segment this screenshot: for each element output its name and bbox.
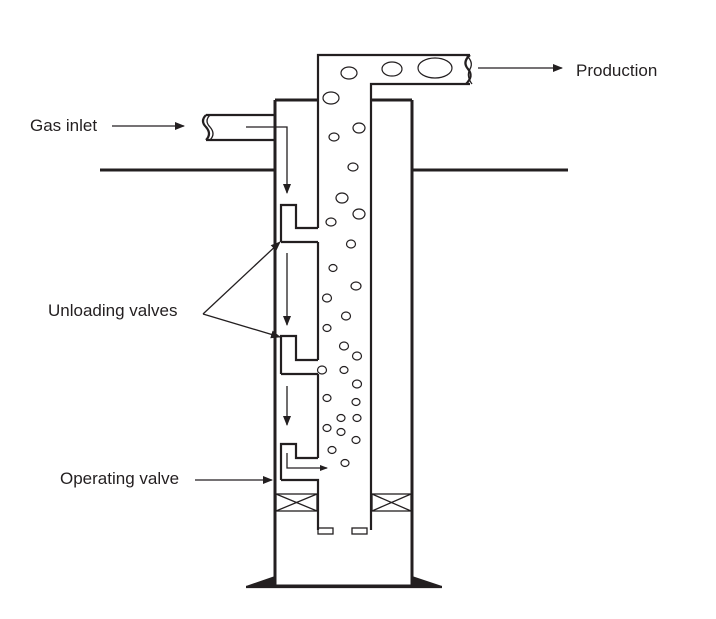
packer-left: [275, 493, 318, 512]
unloading-valves-label: Unloading valves: [48, 301, 178, 320]
operating-valve: [279, 442, 320, 512]
gas-bubbles: [316, 57, 453, 468]
gas-inlet-label: Gas inlet: [30, 116, 98, 135]
production-label: Production: [576, 61, 658, 80]
packer-right: [371, 493, 412, 512]
tubing-bottom-lips: [317, 527, 368, 535]
unloading-valve-lower: [279, 334, 318, 376]
gas-inlet-pipe: [201, 100, 291, 194]
casing-shoes: [246, 576, 442, 589]
unloading-valve-upper: [279, 203, 318, 244]
operating-valve-label: Operating valve: [60, 469, 180, 488]
production-outlet-break: [464, 54, 473, 85]
annulus-gas-flow: [283, 253, 328, 471]
production-tubing: [316, 53, 470, 530]
unloading-valves-leader: [202, 241, 281, 339]
